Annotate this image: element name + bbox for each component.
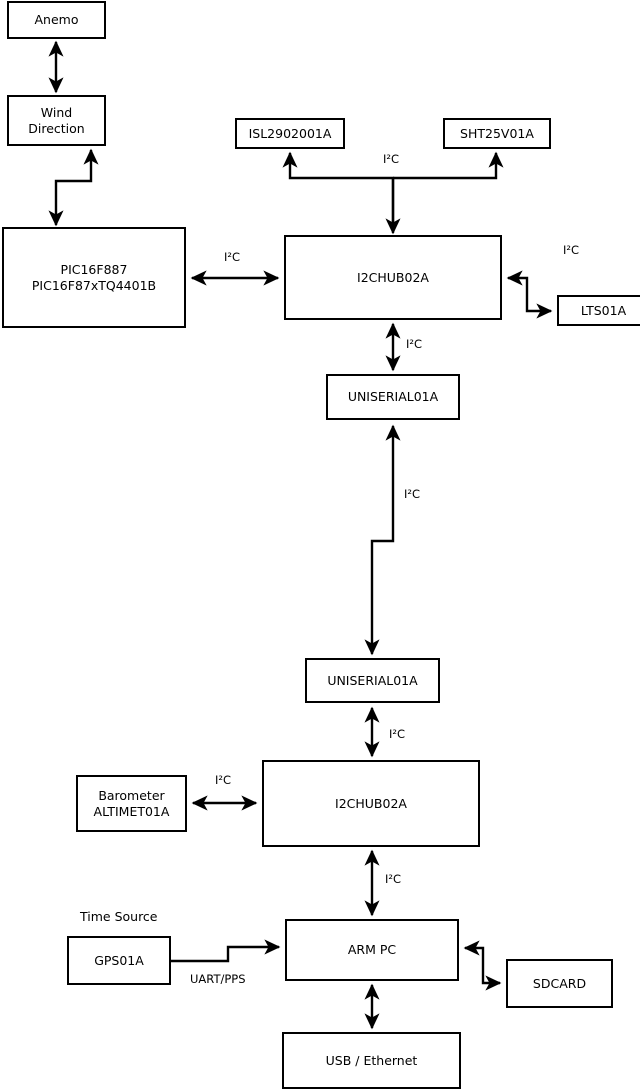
connector-hubtop-sensors	[282, 151, 395, 231]
node-usb-ethernet[interactable]: USB / Ethernet	[282, 1032, 461, 1089]
connector-uniserial-link	[364, 424, 401, 656]
node-arm-pc[interactable]: ARM PC	[285, 919, 459, 981]
edge-label-i2c-hub-uniserial: I²C	[406, 337, 423, 351]
node-i2chub02a-bottom[interactable]: I2CHUB02A	[262, 760, 480, 847]
node-sdcard[interactable]: SDCARD	[506, 959, 613, 1008]
node-i2chub02a-top[interactable]: I2CHUB02A	[284, 235, 502, 320]
node-sht25v01a[interactable]: SHT25V01A	[443, 118, 551, 149]
node-anemo[interactable]: Anemo	[7, 1, 106, 39]
edge-label-i2c-pic-hub: I²C	[224, 250, 241, 264]
node-barometer-altimet01a[interactable]: Barometer ALTIMET01A	[76, 775, 187, 832]
edge-label-i2c-barometer-hub: I²C	[215, 773, 232, 787]
connector-hubtop-lts	[506, 270, 553, 319]
node-uniserial01a-top[interactable]: UNISERIAL01A	[326, 374, 460, 420]
node-gps01a[interactable]: GPS01A	[67, 936, 171, 985]
connector-pic-wind	[48, 148, 99, 227]
node-pic-mcu[interactable]: PIC16F887 PIC16F87xTQ4401B	[2, 227, 186, 328]
node-wind-direction[interactable]: Wind Direction	[7, 95, 106, 146]
node-uniserial01a-bottom[interactable]: UNISERIAL01A	[305, 658, 440, 703]
edge-label-i2c-uniserial-hub: I²C	[389, 727, 406, 741]
edge-label-i2c-hub-sensors: I²C	[383, 152, 400, 166]
node-isl2902001a[interactable]: ISL2902001A	[235, 118, 345, 149]
node-lts01a[interactable]: LTS01A	[557, 295, 640, 326]
edge-label-i2c-hub-armpc: I²C	[385, 872, 402, 886]
connector-hubtop-sht	[393, 151, 504, 180]
edge-label-i2c-hub-lts: I²C	[563, 243, 580, 257]
edge-label-i2c-uniserial-uniserial: I²C	[404, 487, 421, 501]
connector-gps-armpc	[171, 939, 281, 963]
connector-armpc-sdcard	[463, 940, 502, 991]
label-time-source: Time Source	[80, 909, 158, 924]
edge-label-uart-pps: UART/PPS	[190, 972, 246, 986]
